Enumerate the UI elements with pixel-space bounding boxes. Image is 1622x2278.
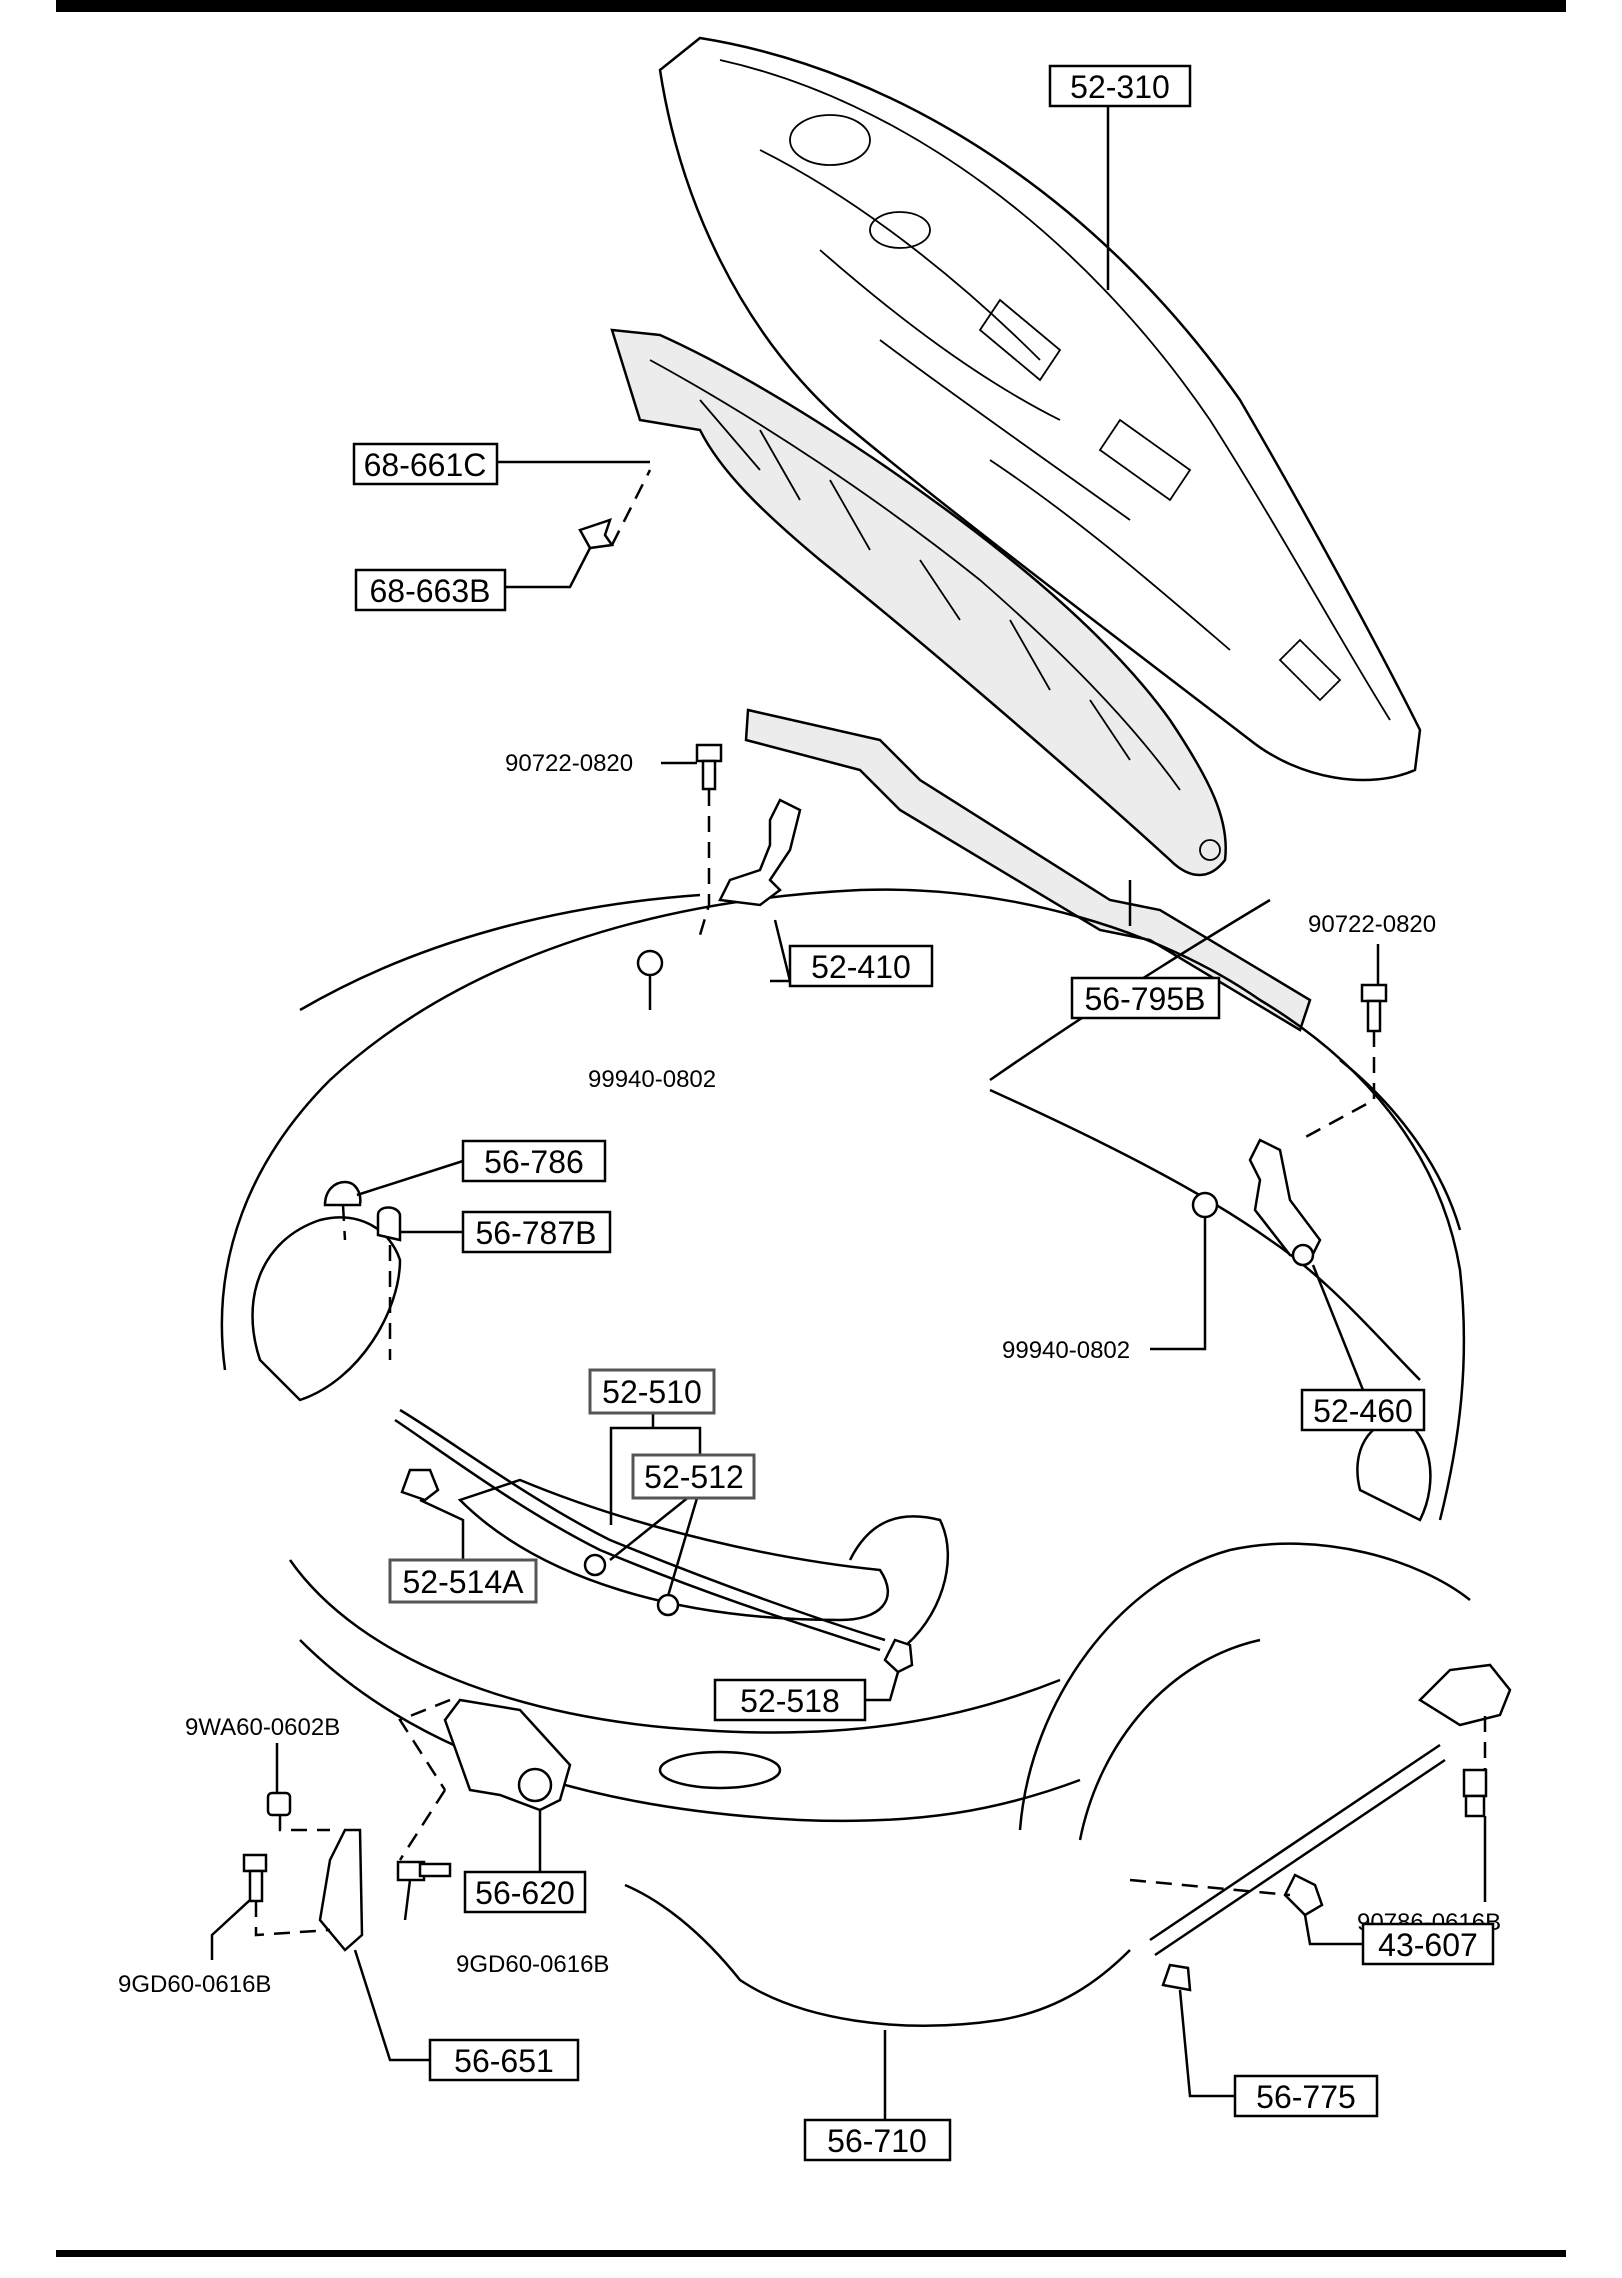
- clip-52-514A: [400, 1468, 440, 1502]
- svg-text:56-775: 56-775: [1256, 2079, 1356, 2115]
- part-label-43-607: 43-607: [1361, 1922, 1495, 1966]
- grommet-52-512-b: [656, 1593, 680, 1617]
- part-label-56-651: 56-651: [428, 2038, 580, 2082]
- nut-99940-0802-right: [1191, 1191, 1219, 1219]
- leader-lines: [210, 106, 1487, 2120]
- bolt-90722-0820-left: [695, 743, 723, 791]
- part-label-68-661C: 68-661C: [352, 442, 499, 486]
- nut-9WA60-0602B: [266, 1791, 292, 1817]
- bolt-90722-0820-right: [1360, 983, 1388, 1033]
- svg-text:52-410: 52-410: [811, 949, 911, 985]
- svg-text:56-620: 56-620: [475, 1875, 575, 1911]
- part-label-99940-0802-left: 99940-0802: [588, 1066, 716, 1093]
- svg-text:68-661C: 68-661C: [364, 447, 487, 483]
- nut-99940-0802-left: [636, 949, 664, 977]
- clip-56-775: [1161, 1963, 1192, 1992]
- part-label-56-795B: 56-795B: [1070, 976, 1221, 1020]
- part-label-52-518: 52-518: [713, 1678, 867, 1722]
- svg-text:56-787B: 56-787B: [476, 1215, 597, 1251]
- svg-text:56-786: 56-786: [484, 1144, 584, 1180]
- latch-bracket: [318, 1828, 364, 1952]
- hood-latch: [443, 1698, 572, 1812]
- part-label-56-786: 56-786: [461, 1139, 607, 1183]
- part-label-52-410: 52-410: [788, 944, 934, 988]
- part-label-52-512: 52-512: [631, 1453, 756, 1500]
- svg-text:56-795B: 56-795B: [1085, 981, 1206, 1017]
- hood-insulator: [610, 328, 1227, 877]
- part-label-56-787B: 56-787B: [461, 1210, 612, 1254]
- part-label-56-620: 56-620: [463, 1870, 587, 1914]
- bottom-border: [56, 2250, 1566, 2257]
- car-body: [220, 888, 1471, 1841]
- part-label-9WA60-0602B: 9WA60-0602B: [185, 1714, 340, 1741]
- svg-text:52-310: 52-310: [1070, 69, 1170, 105]
- hood-panel: [658, 36, 1422, 782]
- svg-text:43-607: 43-607: [1378, 1927, 1478, 1963]
- part-label-68-663B: 68-663B: [354, 568, 507, 612]
- bolt-9GD60-0616B-a: [242, 1853, 268, 1903]
- hood-hinge-right: [1248, 1138, 1322, 1267]
- part-label-52-510: 52-510: [588, 1368, 716, 1415]
- svg-text:52-510: 52-510: [602, 1374, 702, 1410]
- part-label-56-710: 56-710: [803, 2118, 952, 2162]
- part-label-99940-0802-right: 99940-0802: [1002, 1337, 1130, 1364]
- part-label-52-460: 52-460: [1300, 1388, 1426, 1432]
- part-label-52-514A: 52-514A: [388, 1558, 538, 1604]
- clip-68-663B: [578, 518, 615, 550]
- svg-text:52-512: 52-512: [644, 1459, 744, 1495]
- bumper-stop-56-787B: [376, 1206, 402, 1242]
- part-label-52-310: 52-310: [1048, 64, 1192, 108]
- svg-text:56-651: 56-651: [454, 2043, 554, 2079]
- top-border: [56, 0, 1566, 12]
- svg-text:56-710: 56-710: [827, 2123, 927, 2159]
- prop-rod: [394, 1408, 886, 1652]
- svg-text:52-518: 52-518: [740, 1683, 840, 1719]
- svg-text:52-460: 52-460: [1313, 1393, 1413, 1429]
- hood-hinge-left: [718, 798, 802, 907]
- bolt-90786-0616B: [1462, 1768, 1488, 1818]
- bolt-9GD60-0616B-b: [396, 1860, 452, 1882]
- part-label-90722-0820-right: 90722-0820: [1308, 911, 1436, 938]
- part-label-56-775: 56-775: [1233, 2074, 1379, 2118]
- part-label-9GD60-0616B-right: 9GD60-0616B: [456, 1951, 609, 1978]
- grommet-52-512-a: [583, 1553, 607, 1577]
- part-label-90722-0820-left: 90722-0820: [505, 750, 633, 777]
- clip-52-518: [883, 1638, 914, 1674]
- svg-text:68-663B: 68-663B: [370, 573, 491, 609]
- svg-text:52-514A: 52-514A: [403, 1564, 525, 1600]
- bumper-stop-56-786: [323, 1180, 362, 1207]
- clip-43-607: [1283, 1873, 1324, 1917]
- part-label-9GD60-0616B-left: 9GD60-0616B: [118, 1971, 271, 1998]
- release-cable: [624, 1743, 1446, 2027]
- release-handle: [1418, 1663, 1512, 1727]
- dashed-guides: [254, 469, 1487, 1937]
